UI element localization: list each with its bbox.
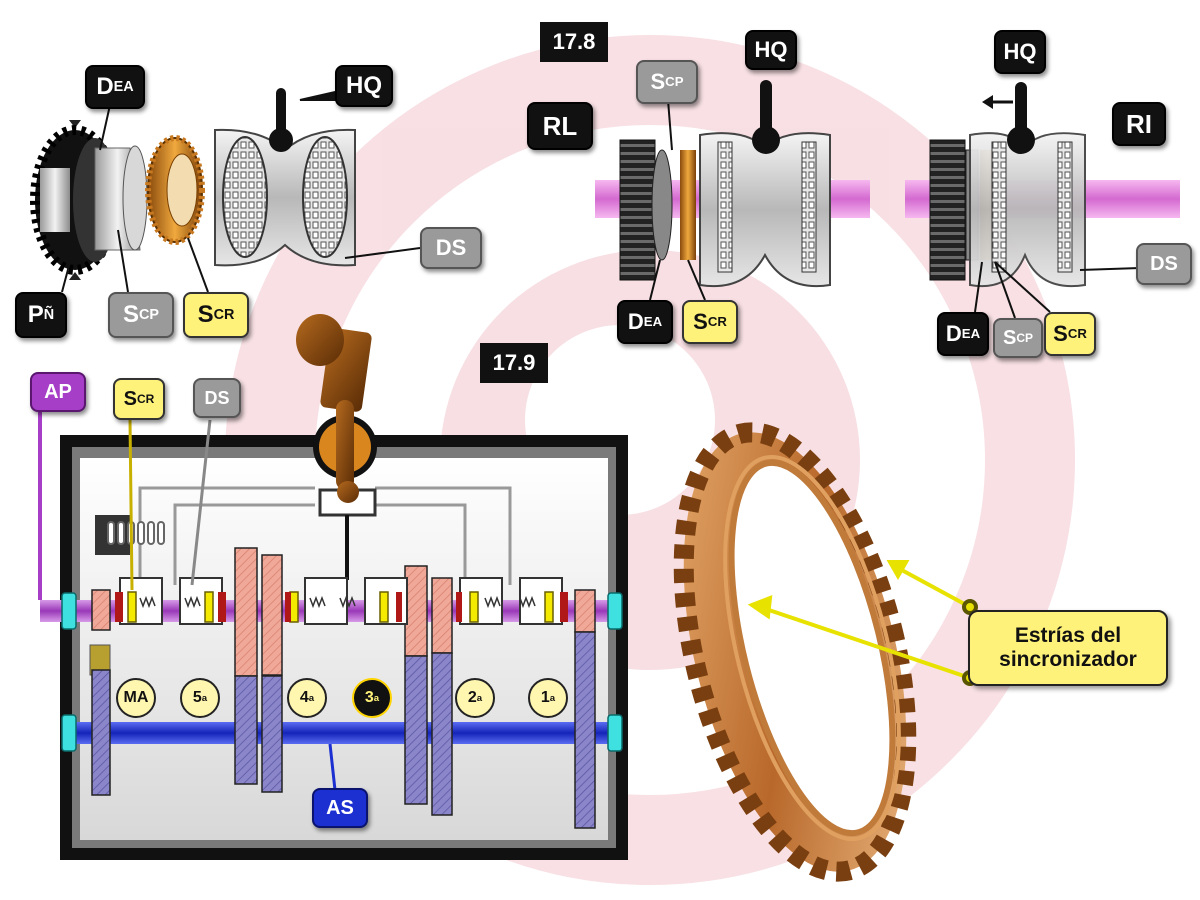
ap-label: AP: [30, 372, 86, 412]
rl-label: RL: [527, 102, 593, 150]
shift-lever-icon: [296, 314, 377, 503]
arrow-icon: [982, 95, 1013, 109]
gearbox-schematic: [38, 314, 628, 860]
figure-number-17-9: 17.9: [480, 343, 548, 383]
figure-number-17-8: 17.8: [540, 22, 608, 62]
ds-label: DS: [1136, 243, 1192, 285]
selector-fork-icon: [115, 577, 568, 625]
as-label: AS: [312, 788, 368, 828]
ri-label: RI: [1112, 102, 1166, 146]
exploded-synchronizer: [30, 88, 421, 293]
synchronizer-splines-callout: Estrías del sincronizador: [968, 610, 1168, 686]
ds-label: DS: [420, 227, 482, 269]
hq-label: HQ: [745, 30, 797, 70]
hq-label: HQ: [994, 30, 1046, 74]
ds-label: DS: [193, 378, 241, 418]
synchro-ring-photo: [673, 422, 978, 882]
assembly-rl: [595, 80, 870, 301]
callout-line-1: Estrías del: [1014, 624, 1122, 647]
hq-label: HQ: [335, 65, 393, 107]
assembly-ri: [905, 82, 1180, 319]
shift-lever-icon: [752, 80, 780, 154]
callout-line-2: sincronizador: [999, 648, 1137, 671]
synchro-ring-icon: [145, 135, 205, 245]
gear-label-reverse: MA: [116, 678, 156, 718]
